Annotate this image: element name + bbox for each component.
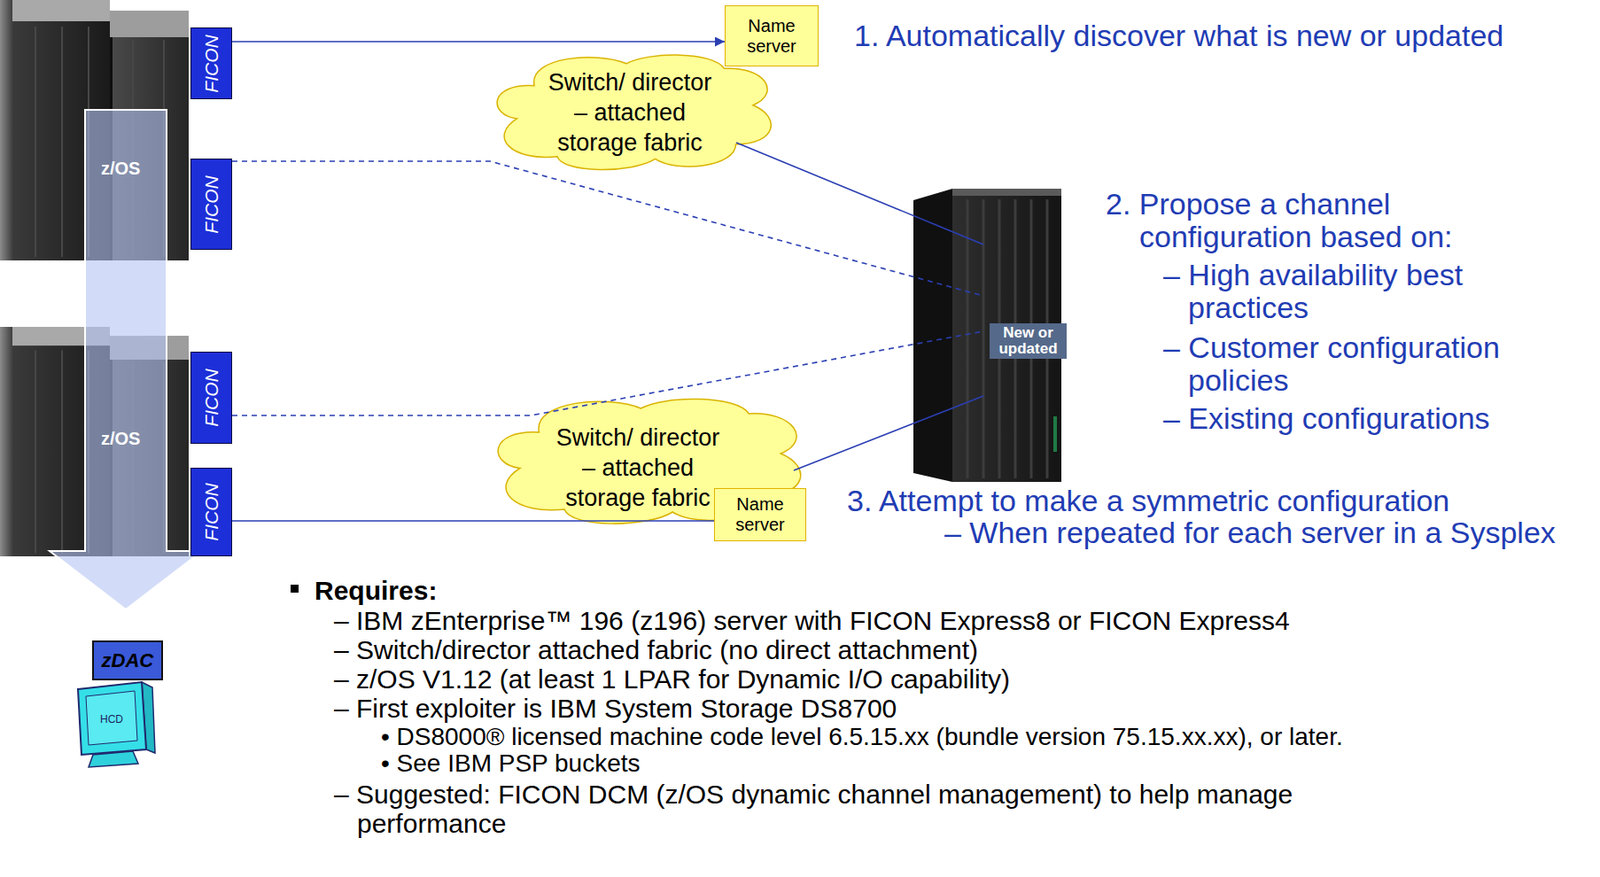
monitor-stand [88, 751, 139, 768]
text-holder: • See IBM PSP buckets [380, 749, 641, 777]
channel-label: FICON [201, 175, 223, 234]
server-region: z/OS [0, 326, 189, 557]
text-holder: – First exploiter is IBM System Storage … [333, 693, 897, 723]
server-region: z/OS [0, 109, 189, 261]
storage-cabinet: New or updated [983, 188, 1068, 482]
node-text-group: New or updated [989, 323, 1067, 359]
flow-arrow [49, 109, 202, 610]
node-text-group: z/OS [100, 428, 140, 450]
os-label: z/OS [100, 158, 140, 179]
name-server-box: Name server [714, 488, 807, 542]
node-text-group: FICON [201, 368, 223, 427]
node-text-group: FICON [201, 482, 223, 541]
status-tag: New or updated [989, 323, 1067, 359]
node-text-group: HCD [100, 713, 124, 726]
zdac-label: zDAC [101, 649, 155, 672]
node-text-group: Switch/ director – attached storage fabr… [540, 67, 720, 158]
channel-label: FICON [201, 368, 223, 427]
channel-link [232, 520, 715, 522]
node-text-group: FICON [201, 34, 223, 93]
text-holder: 3. Attempt to make a symmetric configura… [846, 484, 1450, 518]
requirement-text: – z/OS V1.12 (at least 1 LPAR for Dynami… [333, 664, 1010, 694]
monitor-screen-area: HCD [88, 699, 135, 739]
ficon-channel-box: FICON [190, 27, 233, 100]
name-server-label: Name server [720, 494, 800, 536]
square-bullet [290, 584, 299, 593]
requirement-text: – Suggested: FICON DCM (z/OS dynamic cha… [333, 779, 1362, 839]
text-holder: – z/OS V1.12 (at least 1 LPAR for Dynami… [333, 664, 1010, 694]
sub-point-text: – Existing configurations [1163, 402, 1491, 435]
text-holder: – Switch/director attached fabric (no di… [333, 635, 979, 665]
text-holder: – High availability best practices [1163, 258, 1509, 325]
node-text-group: z/OS [100, 158, 140, 179]
channel-label: FICON [201, 482, 223, 541]
node-text-group: FICON [201, 175, 223, 234]
requires-heading: Requires: [314, 575, 437, 606]
sub-point-text: – High availability best practices [1163, 258, 1509, 325]
monitor-screen [85, 691, 138, 746]
ficon-channel-box: FICON [190, 467, 233, 557]
text-holder: – Customer configuration policies [1163, 331, 1536, 397]
fabric-label: Switch/ director – attached storage fabr… [548, 422, 728, 513]
cabinet-side [913, 188, 953, 482]
ficon-channel-box: FICON [190, 158, 233, 250]
node-text-group: zDAC [101, 649, 155, 672]
node-text-group: Name server [720, 494, 800, 536]
cabinet-top [952, 188, 1062, 196]
name-server-label: Name server [731, 15, 812, 57]
channel-link [736, 142, 984, 245]
text-holder: Requires: [314, 575, 437, 606]
channel-link [793, 396, 984, 471]
text-holder: – Existing configurations [1163, 402, 1491, 435]
node-text-group: Name server [731, 15, 812, 57]
text-holder: – IBM zEnterprise™ 196 (z196) server wit… [333, 605, 1290, 636]
text-holder: – Suggested: FICON DCM (z/OS dynamic cha… [333, 779, 1362, 839]
channel-label: FICON [201, 34, 223, 93]
requirement-detail: • DS8000® licensed machine code level 6.… [380, 722, 1344, 751]
text-holder: 2. Propose a channel configuration based… [1105, 187, 1496, 254]
text-holder: – When repeated for each server in a Sys… [944, 516, 1556, 550]
channel-link [232, 40, 725, 43]
fabric-cloud: Switch/ director – attached storage fabr… [488, 51, 777, 174]
step-text: 1. Automatically discover what is new or… [854, 19, 1504, 53]
sub-point-text: – Customer configuration policies [1163, 331, 1536, 397]
status-light [1053, 416, 1057, 452]
node-text-group: Switch/ director – attached storage fabr… [548, 422, 728, 513]
server-top [109, 10, 189, 38]
name-server-box: Name server [724, 5, 819, 67]
monitor-body [77, 682, 147, 755]
hcd-label: HCD [100, 713, 124, 726]
step-text: 3. Attempt to make a symmetric configura… [846, 484, 1450, 518]
ficon-channel-box: FICON [190, 351, 233, 444]
monitor-icon [77, 682, 156, 768]
sub-point-text: – When repeated for each server in a Sys… [944, 516, 1556, 550]
step-text: 2. Propose a channel configuration based… [1105, 187, 1496, 254]
cloud-shape [497, 54, 771, 170]
fabric-label: Switch/ director – attached storage fabr… [540, 67, 720, 158]
requirement-text: – Switch/director attached fabric (no di… [333, 635, 979, 665]
os-label: z/OS [100, 428, 140, 450]
server-top [12, 0, 110, 22]
text-holder: • DS8000® licensed machine code level 6.… [380, 722, 1344, 751]
requirement-detail: • See IBM PSP buckets [380, 749, 641, 777]
requirement-text: – IBM zEnterprise™ 196 (z196) server wit… [333, 605, 1290, 636]
requirement-text: – First exploiter is IBM System Storage … [333, 693, 897, 723]
zdac-box: zDAC [92, 640, 164, 681]
dashed-channel-link [232, 161, 984, 296]
text-holder: 1. Automatically discover what is new or… [854, 19, 1504, 53]
